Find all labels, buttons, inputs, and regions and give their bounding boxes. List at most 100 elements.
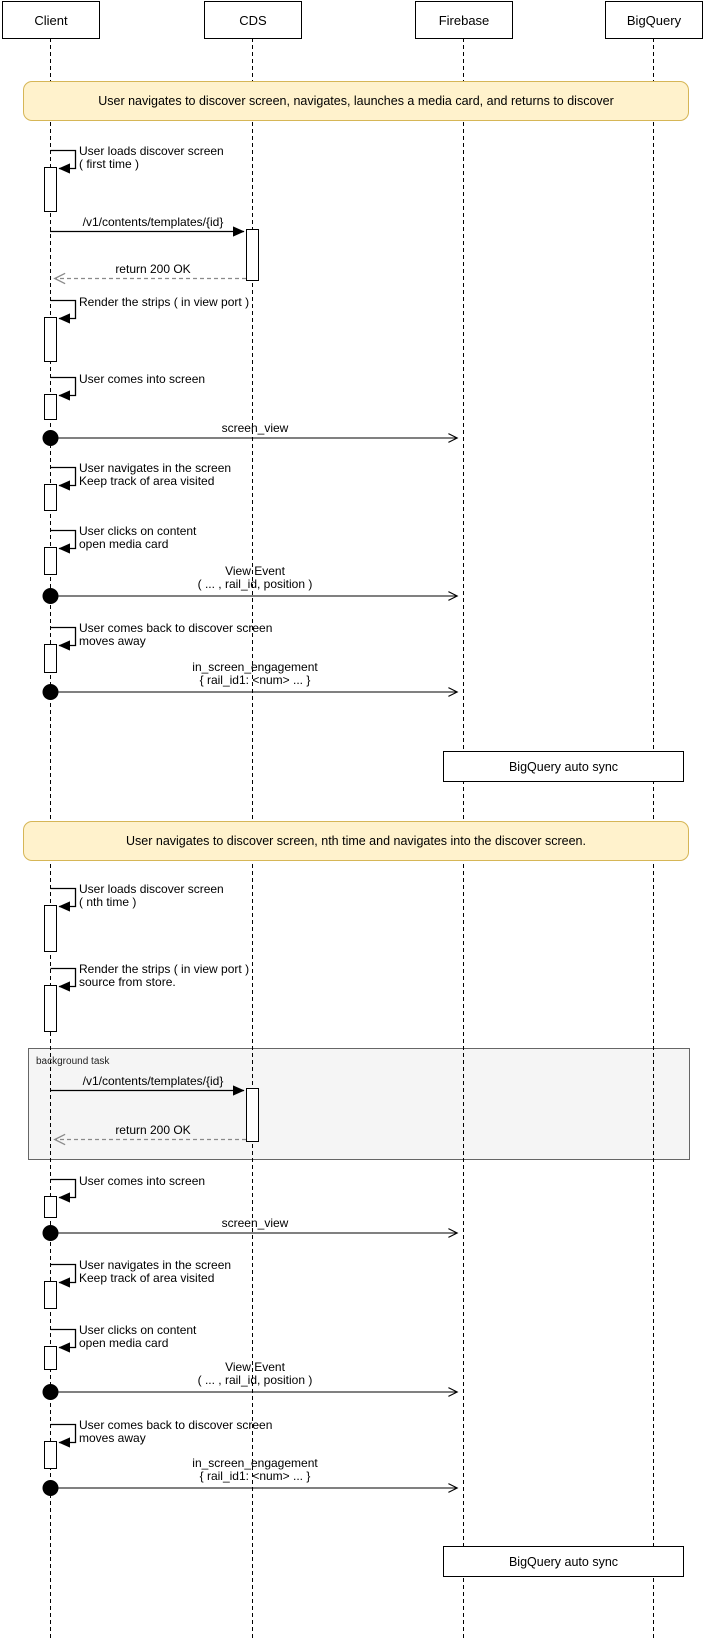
self-loop-12 [50,1423,77,1448]
self-message-12-label: User comes back to discover screen moves… [79,1419,272,1445]
self-loop-1 [50,149,77,174]
actor-bigquery-label: BigQuery [626,12,682,28]
view-event-2-line1: View Event [225,1360,285,1374]
actor-firebase-label: Firebase [438,12,490,28]
screen-view-2-text: screen_view [221,1216,289,1230]
self-loop-5 [50,529,77,554]
banner-section-2: User navigates to discover screen, nth t… [23,821,689,861]
screen-view-1-label: screen_view [50,422,460,435]
self-message-10-line2: Keep track of area visited [79,1271,215,1285]
actor-client: Client [2,1,100,39]
activation-client-7 [44,905,57,952]
bigquery-sync-label-1: BigQuery auto sync [508,759,619,774]
self-message-6-label: User comes back to discover screen moves… [79,622,272,648]
self-message-8-line1: Render the strips ( in view port ) [79,962,250,976]
self-message-5-line1: User clicks on content [79,524,197,538]
actor-client-label: Client [34,12,68,28]
self-message-11-line2: open media card [79,1336,169,1350]
activation-client-3 [44,394,57,420]
activation-client-8 [44,985,57,1032]
activation-cds-2 [246,1088,259,1142]
self-loop-6 [50,626,77,651]
self-loop-10 [50,1263,77,1288]
activation-client-6 [44,644,57,673]
api-return-2-text: return 200 OK [115,1123,191,1137]
self-message-3-line1: User comes into screen [79,372,206,386]
self-message-4-label: User navigates in the screen Keep track … [79,462,231,488]
self-message-12-line2: moves away [79,1431,146,1445]
self-message-1-label: User loads discover screen ( first time … [79,145,224,171]
self-message-9-line1: User comes into screen [79,1174,206,1188]
activation-client-12 [44,1441,57,1469]
activation-client-4 [44,484,57,511]
actor-firebase: Firebase [415,1,513,39]
self-message-6-line1: User comes back to discover screen [79,621,273,635]
actor-cds-label: CDS [239,12,267,28]
self-loop-3 [50,376,77,401]
self-message-2-line1: Render the strips ( in view port ) [79,295,250,309]
engagement-1-line2: { rail_id1: <num> ... } [199,673,311,687]
engagement-2-line2: { rail_id1: <num> ... } [199,1469,311,1483]
self-message-8-line2: source from store. [79,975,176,989]
background-task-frame [28,1048,690,1160]
self-loop-9 [50,1178,77,1203]
self-loop-2 [50,299,77,324]
engagement-2-label: in_screen_engagement { rail_id1: <num> .… [50,1457,460,1483]
self-message-7-line1: User loads discover screen [79,882,224,896]
banner-section-2-text: User navigates to discover screen, nth t… [126,834,586,848]
api-return-1-label: return 200 OK [50,263,256,276]
activation-client-10 [44,1281,57,1309]
actor-bigquery: BigQuery [605,1,703,39]
api-return-1-text: return 200 OK [115,262,191,276]
self-message-5-label: User clicks on content open media card [79,525,196,551]
self-message-3-label: User comes into screen [79,373,205,386]
self-message-1-line2: ( first time ) [79,157,139,171]
background-task-frame-label: background task [36,1056,110,1067]
view-event-1-label: View Event ( ... , rail_id, position ) [50,565,460,591]
view-event-1-line2: ( ... , rail_id, position ) [197,577,313,591]
self-message-6-line2: moves away [79,634,146,648]
screen-view-1-text: screen_view [221,421,289,435]
self-message-8-label: Render the strips ( in view port ) sourc… [79,963,249,989]
view-event-2-label: View Event ( ... , rail_id, position ) [50,1361,460,1387]
api-call-1-label: /v1/contents/templates/{id} [50,216,256,229]
self-message-10-line1: User navigates in the screen [79,1258,232,1272]
engagement-1-line1: in_screen_engagement [192,660,318,674]
self-loop-11 [50,1328,77,1353]
self-message-12-line1: User comes back to discover screen [79,1418,273,1432]
bigquery-sync-box-1: BigQuery auto sync [443,751,684,782]
self-message-10-label: User navigates in the screen Keep track … [79,1259,231,1285]
api-call-1-text: /v1/contents/templates/{id} [82,215,224,229]
banner-section-1: User navigates to discover screen, navig… [23,81,689,121]
view-event-1-line1: View Event [225,564,285,578]
bigquery-sync-box-2: BigQuery auto sync [443,1546,684,1577]
activation-client-5 [44,547,57,575]
activation-client-2 [44,317,57,362]
activation-cds-1 [246,229,259,281]
engagement-1-label: in_screen_engagement { rail_id1: <num> .… [50,661,460,687]
actor-cds: CDS [204,1,302,39]
self-message-9-label: User comes into screen [79,1175,205,1188]
self-loop-8 [50,967,77,992]
activation-client-9 [44,1196,57,1218]
self-message-11-line1: User clicks on content [79,1323,197,1337]
bigquery-sync-label-2: BigQuery auto sync [508,1554,619,1569]
self-message-4-line1: User navigates in the screen [79,461,232,475]
api-return-2-label: return 200 OK [50,1124,256,1137]
activation-client-1 [44,167,57,212]
self-message-7-line2: ( nth time ) [79,895,137,909]
view-event-2-line2: ( ... , rail_id, position ) [197,1373,313,1387]
screen-view-2-label: screen_view [50,1217,460,1230]
banner-section-1-text: User navigates to discover screen, navig… [98,94,614,108]
self-message-7-label: User loads discover screen ( nth time ) [79,883,224,909]
activation-client-11 [44,1346,57,1370]
self-loop-4 [50,466,77,491]
self-message-4-line2: Keep track of area visited [79,474,215,488]
engagement-2-line1: in_screen_engagement [192,1456,318,1470]
self-message-2-label: Render the strips ( in view port ) [79,296,249,309]
api-call-2-label: /v1/contents/templates/{id} [50,1075,256,1088]
self-message-11-label: User clicks on content open media card [79,1324,196,1350]
self-message-1-line1: User loads discover screen [79,144,224,158]
self-loop-7 [50,887,77,912]
